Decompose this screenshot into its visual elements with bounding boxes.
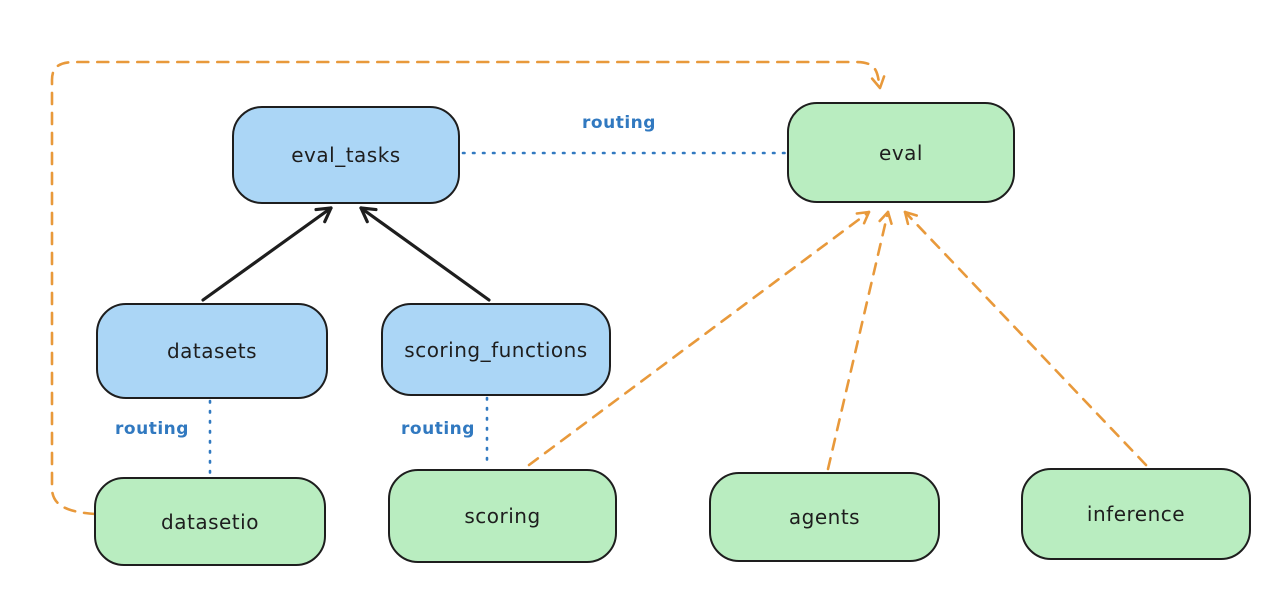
node-scoring-label: scoring (464, 504, 541, 528)
edge-datasets-to-eval-tasks (201, 206, 333, 302)
edge-label-routing-scoring-functions-scoring: routing (401, 419, 475, 439)
node-datasets-label: datasets (166, 339, 258, 363)
node-datasetio-label: datasetio (161, 509, 259, 534)
node-inference-label: inference (1086, 502, 1186, 526)
node-scoring-functions-label: scoring_functions (404, 337, 588, 362)
node-eval-label: eval (879, 140, 923, 165)
node-agents: agents (709, 472, 940, 562)
node-datasets: datasets (96, 303, 328, 399)
node-eval-tasks-label: eval_tasks (291, 143, 401, 167)
node-agents-label: agents (788, 505, 861, 529)
node-eval-tasks: eval_tasks (232, 106, 460, 204)
edge-scoring-functions-to-eval-tasks (359, 206, 491, 302)
node-scoring: scoring (388, 469, 617, 563)
edge-label-routing-eval-tasks-eval: routing (582, 113, 656, 133)
edge-agents-to-eval (826, 210, 893, 471)
edge-datasetio-to-eval (50, 60, 886, 516)
edge-inference-to-eval (903, 210, 1148, 467)
edge-label-routing-datasets-datasetio: routing (115, 419, 189, 439)
node-inference: inference (1021, 468, 1251, 560)
node-datasetio: datasetio (94, 477, 326, 566)
node-scoring-functions: scoring_functions (381, 303, 611, 396)
node-eval: eval (787, 102, 1015, 203)
